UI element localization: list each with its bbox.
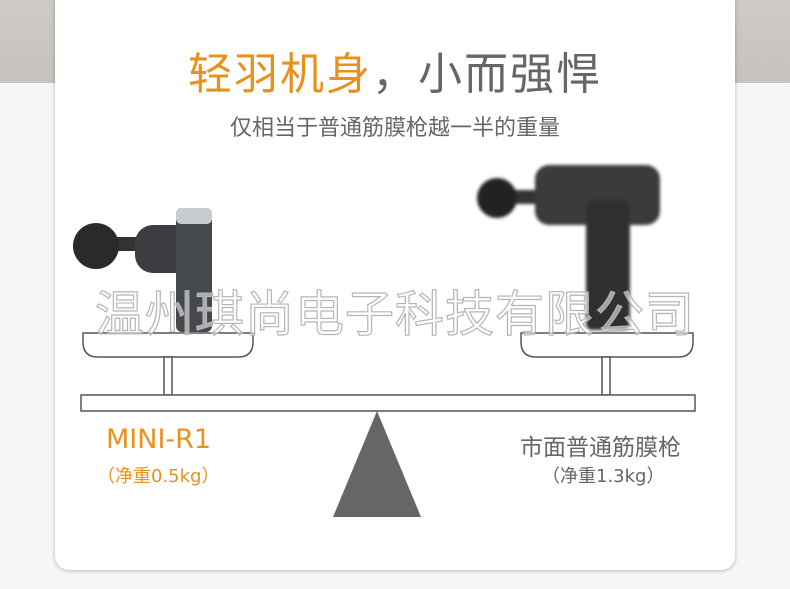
regular-massage-gun xyxy=(477,165,660,330)
right-product-name: 市面普通筋膜枪 xyxy=(520,435,681,461)
left-product-weight: （净重0.5kg） xyxy=(97,466,220,487)
right-pan xyxy=(520,332,694,358)
headline-rest: ，小而强悍 xyxy=(372,49,602,100)
right-stem xyxy=(601,356,611,396)
watermark: 温州琪尚电子科技有限公司 xyxy=(94,285,695,343)
fulcrum xyxy=(333,411,421,517)
headline: 轻羽机身，小而强悍 xyxy=(0,38,790,102)
left-pan xyxy=(82,332,254,358)
mini-massage-gun xyxy=(73,208,212,332)
headline-highlight: 轻羽机身 xyxy=(188,49,372,100)
subtitle: 仅相当于普通筋膜枪越一半的重量 xyxy=(229,116,560,141)
left-stem xyxy=(163,356,173,396)
right-product-weight: （净重1.3kg） xyxy=(542,466,665,487)
left-product-name: MINI-R1 xyxy=(106,424,212,455)
scale xyxy=(80,332,696,412)
beam xyxy=(80,394,696,412)
